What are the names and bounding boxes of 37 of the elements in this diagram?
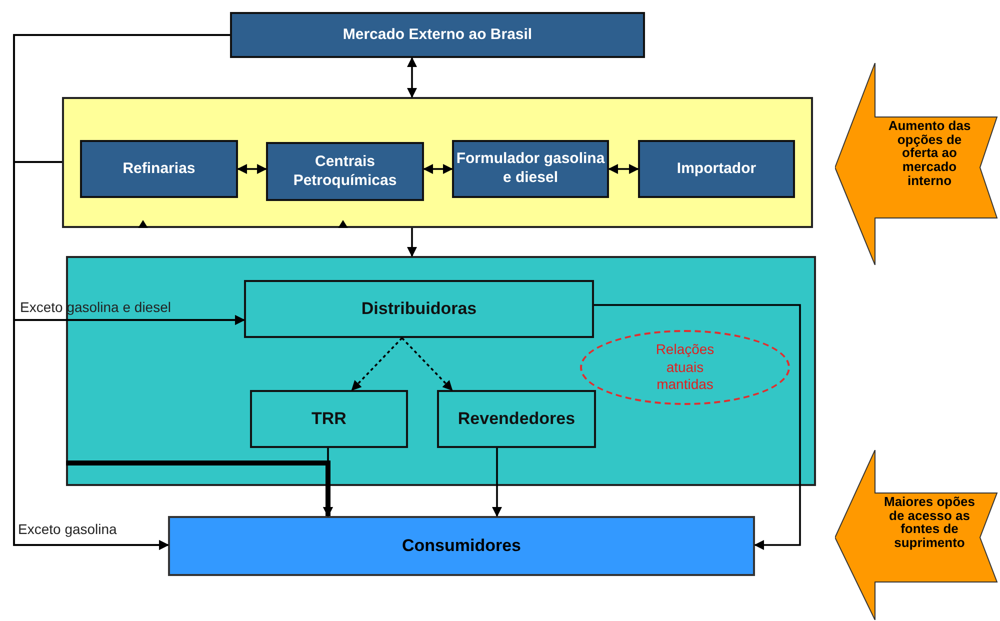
arrow: [492, 448, 502, 517]
process-box: [437, 390, 596, 448]
box-label: Consumidores: [402, 535, 522, 557]
arrow: [401, 337, 453, 391]
arrow-label: Maiores opões de acesso as fontes de suprimento: [882, 495, 976, 550]
process-box: [244, 280, 594, 338]
group-band: [62, 97, 813, 228]
process-box: [168, 516, 755, 576]
arrow: [423, 164, 453, 174]
ellipse-label: Relações atuais mantidas: [654, 341, 716, 394]
box-label: Formulador gasolina e diesel: [456, 150, 606, 188]
process-box: [230, 12, 645, 58]
box-label: Importador: [676, 160, 756, 178]
arrow: [13, 161, 169, 550]
arrow: [351, 337, 403, 391]
process-box: [250, 390, 408, 448]
process-box: [638, 140, 795, 198]
box-label: Centrais Petroquímicas: [292, 152, 398, 190]
box-label: Refinarias: [122, 160, 196, 178]
box-label: Distribuidoras: [361, 298, 477, 320]
arrow: [594, 304, 801, 550]
group-band: [66, 256, 816, 486]
box-label: TRR: [312, 408, 346, 430]
arrow: [237, 164, 267, 174]
process-box: [452, 140, 609, 198]
dashed-ellipse: [580, 330, 790, 405]
process-box: [80, 140, 238, 198]
arrow: [608, 164, 639, 174]
arrow-label: Aumento das opções de oferta ao mercado interno: [887, 119, 972, 188]
arrow: [407, 57, 417, 98]
process-box: [266, 142, 424, 201]
box-label: Revendedores: [458, 408, 576, 430]
edge-label: Exceto gasolina: [18, 521, 117, 537]
box-label: Mercado Externo ao Brasil: [342, 26, 532, 44]
edge-label: Exceto gasolina e diesel: [20, 299, 171, 315]
arrow: [407, 228, 417, 257]
arrow: [66, 460, 333, 517]
